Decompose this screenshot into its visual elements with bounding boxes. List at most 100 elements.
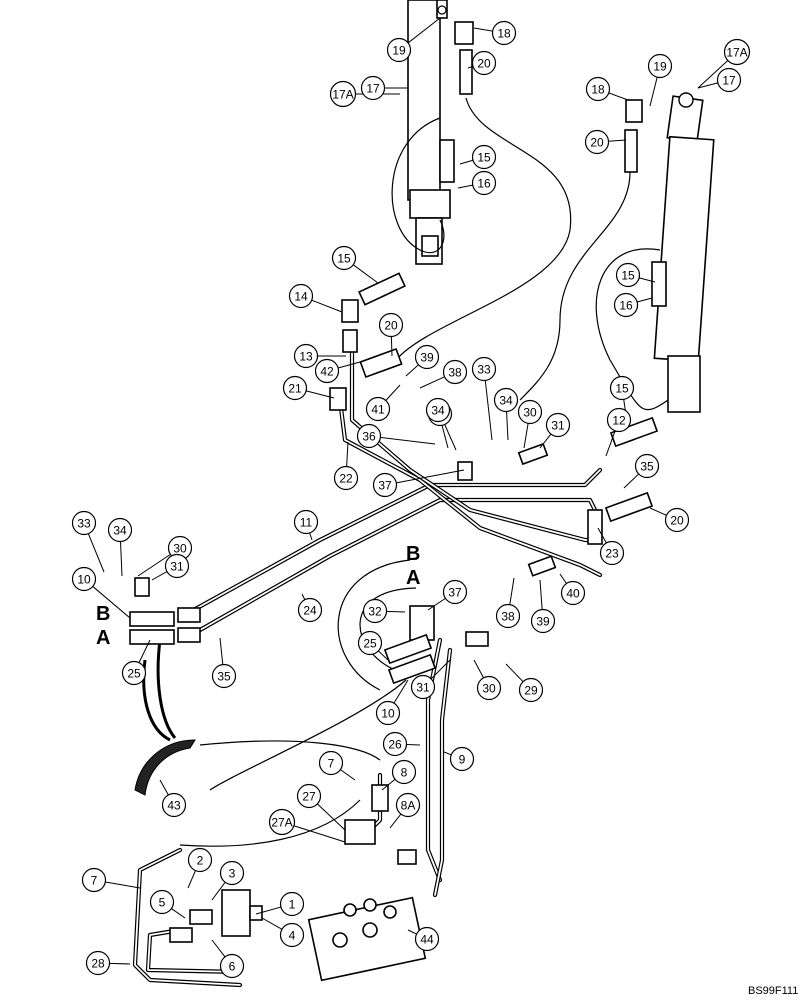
callout-2: 2 bbox=[187, 847, 213, 873]
callout-9: 9 bbox=[449, 746, 475, 772]
callout-number: 10 bbox=[77, 573, 91, 587]
callout-number: 13 bbox=[299, 350, 313, 364]
callout-leader bbox=[697, 82, 718, 89]
callout-leader bbox=[105, 881, 141, 889]
callout-12: 12 bbox=[606, 407, 632, 433]
callout-10: 10 bbox=[375, 700, 401, 726]
callout-42: 42 bbox=[314, 358, 340, 384]
callout-leader bbox=[505, 663, 524, 683]
callout-7: 7 bbox=[81, 867, 107, 893]
callout-25: 25 bbox=[121, 660, 147, 686]
callout-leader bbox=[385, 384, 401, 401]
port-label: B bbox=[406, 543, 420, 565]
callout-number: 20 bbox=[590, 136, 604, 150]
callout-leader bbox=[457, 184, 473, 189]
callout-number: 40 bbox=[566, 587, 580, 601]
callout-34: 34 bbox=[107, 517, 133, 543]
callout-leader bbox=[506, 411, 509, 441]
callout-number: 43 bbox=[167, 799, 181, 813]
callout-number: 16 bbox=[619, 299, 633, 313]
callout-number: 35 bbox=[217, 670, 231, 684]
callout-18: 18 bbox=[585, 76, 611, 102]
callout-bubble bbox=[723, 38, 751, 66]
callout-number: 17A bbox=[332, 88, 353, 102]
callout-leader bbox=[608, 92, 629, 101]
callout-bubble bbox=[584, 129, 610, 155]
callout-7: 7 bbox=[318, 750, 344, 776]
callout-leader bbox=[523, 423, 529, 449]
callout-37: 37 bbox=[442, 579, 468, 605]
callout-leader bbox=[380, 436, 436, 445]
callout-39: 39 bbox=[530, 608, 556, 634]
callout-4: 4 bbox=[279, 922, 305, 948]
callout-number: 29 bbox=[524, 684, 538, 698]
callout-leader bbox=[407, 929, 417, 935]
callout-21: 21 bbox=[282, 375, 308, 401]
callout-bubble bbox=[615, 262, 641, 288]
callout-number: 38 bbox=[448, 366, 462, 380]
callout-bubble bbox=[318, 750, 344, 776]
callout-20: 20 bbox=[471, 50, 497, 76]
callout-38: 38 bbox=[495, 603, 521, 629]
callout-bubble bbox=[288, 283, 314, 309]
callout-number: 30 bbox=[173, 542, 187, 556]
callout-bubble bbox=[493, 387, 519, 413]
callout-leader bbox=[306, 390, 335, 399]
callout-bubble bbox=[414, 926, 440, 952]
callout-14: 14 bbox=[288, 283, 314, 309]
figure-code: BS99F111 bbox=[748, 985, 798, 997]
callout-number: 22 bbox=[339, 472, 353, 486]
callout-16: 16 bbox=[471, 170, 497, 196]
callout-24: 24 bbox=[297, 597, 323, 623]
callout-number: 15 bbox=[615, 382, 629, 396]
callout-leader bbox=[346, 441, 349, 467]
callout-bubble bbox=[386, 37, 412, 63]
callout-leader bbox=[443, 751, 452, 756]
callout-leader bbox=[473, 659, 485, 679]
callout-leader bbox=[151, 571, 168, 581]
callout-number: 33 bbox=[477, 363, 491, 377]
callout-bubble bbox=[471, 50, 497, 76]
callout-bubble bbox=[329, 80, 357, 108]
callout-leader bbox=[211, 939, 226, 958]
callout-number: 3 bbox=[229, 867, 236, 881]
callout-bubble bbox=[279, 922, 305, 948]
callout-leader bbox=[459, 159, 474, 165]
callout-16: 16 bbox=[613, 292, 639, 318]
callout-bubble bbox=[314, 358, 340, 384]
callout-leader bbox=[649, 77, 658, 107]
callout-bubble bbox=[297, 597, 323, 623]
callout-number: 41 bbox=[371, 403, 385, 417]
callout-leader bbox=[444, 424, 457, 451]
callout-leader bbox=[407, 17, 441, 44]
callout-bubble bbox=[442, 579, 468, 605]
callout-number: 25 bbox=[363, 637, 377, 651]
callout-31: 31 bbox=[164, 553, 190, 579]
callout-leader bbox=[484, 380, 493, 441]
callout-26: 26 bbox=[382, 731, 408, 757]
callout-leader bbox=[159, 779, 169, 796]
callout-leader bbox=[337, 361, 361, 369]
callout-bubble bbox=[410, 674, 436, 700]
callout-bubble bbox=[391, 759, 417, 785]
callout-number: 25 bbox=[127, 667, 141, 681]
callout-leader bbox=[137, 553, 171, 577]
callout-leader bbox=[293, 825, 346, 843]
callout-17: 17 bbox=[360, 75, 386, 101]
port-label: A bbox=[406, 567, 420, 589]
callout-leader bbox=[389, 813, 402, 829]
callout-30: 30 bbox=[167, 535, 193, 561]
callout-number: 17 bbox=[366, 82, 380, 96]
callout-leader bbox=[419, 376, 445, 389]
callout-bubble bbox=[491, 20, 517, 46]
callout-number: 44 bbox=[420, 933, 434, 947]
callout-13: 13 bbox=[293, 343, 319, 369]
callout-17a: 17A bbox=[723, 38, 751, 66]
callout-number: 30 bbox=[523, 406, 537, 420]
callout-leader bbox=[340, 769, 356, 781]
callout-number: 42 bbox=[320, 365, 334, 379]
callout-bubble bbox=[161, 792, 187, 818]
callout-34: 34 bbox=[493, 387, 519, 413]
callout-number: 15 bbox=[621, 269, 635, 283]
callout-leader bbox=[539, 433, 552, 449]
